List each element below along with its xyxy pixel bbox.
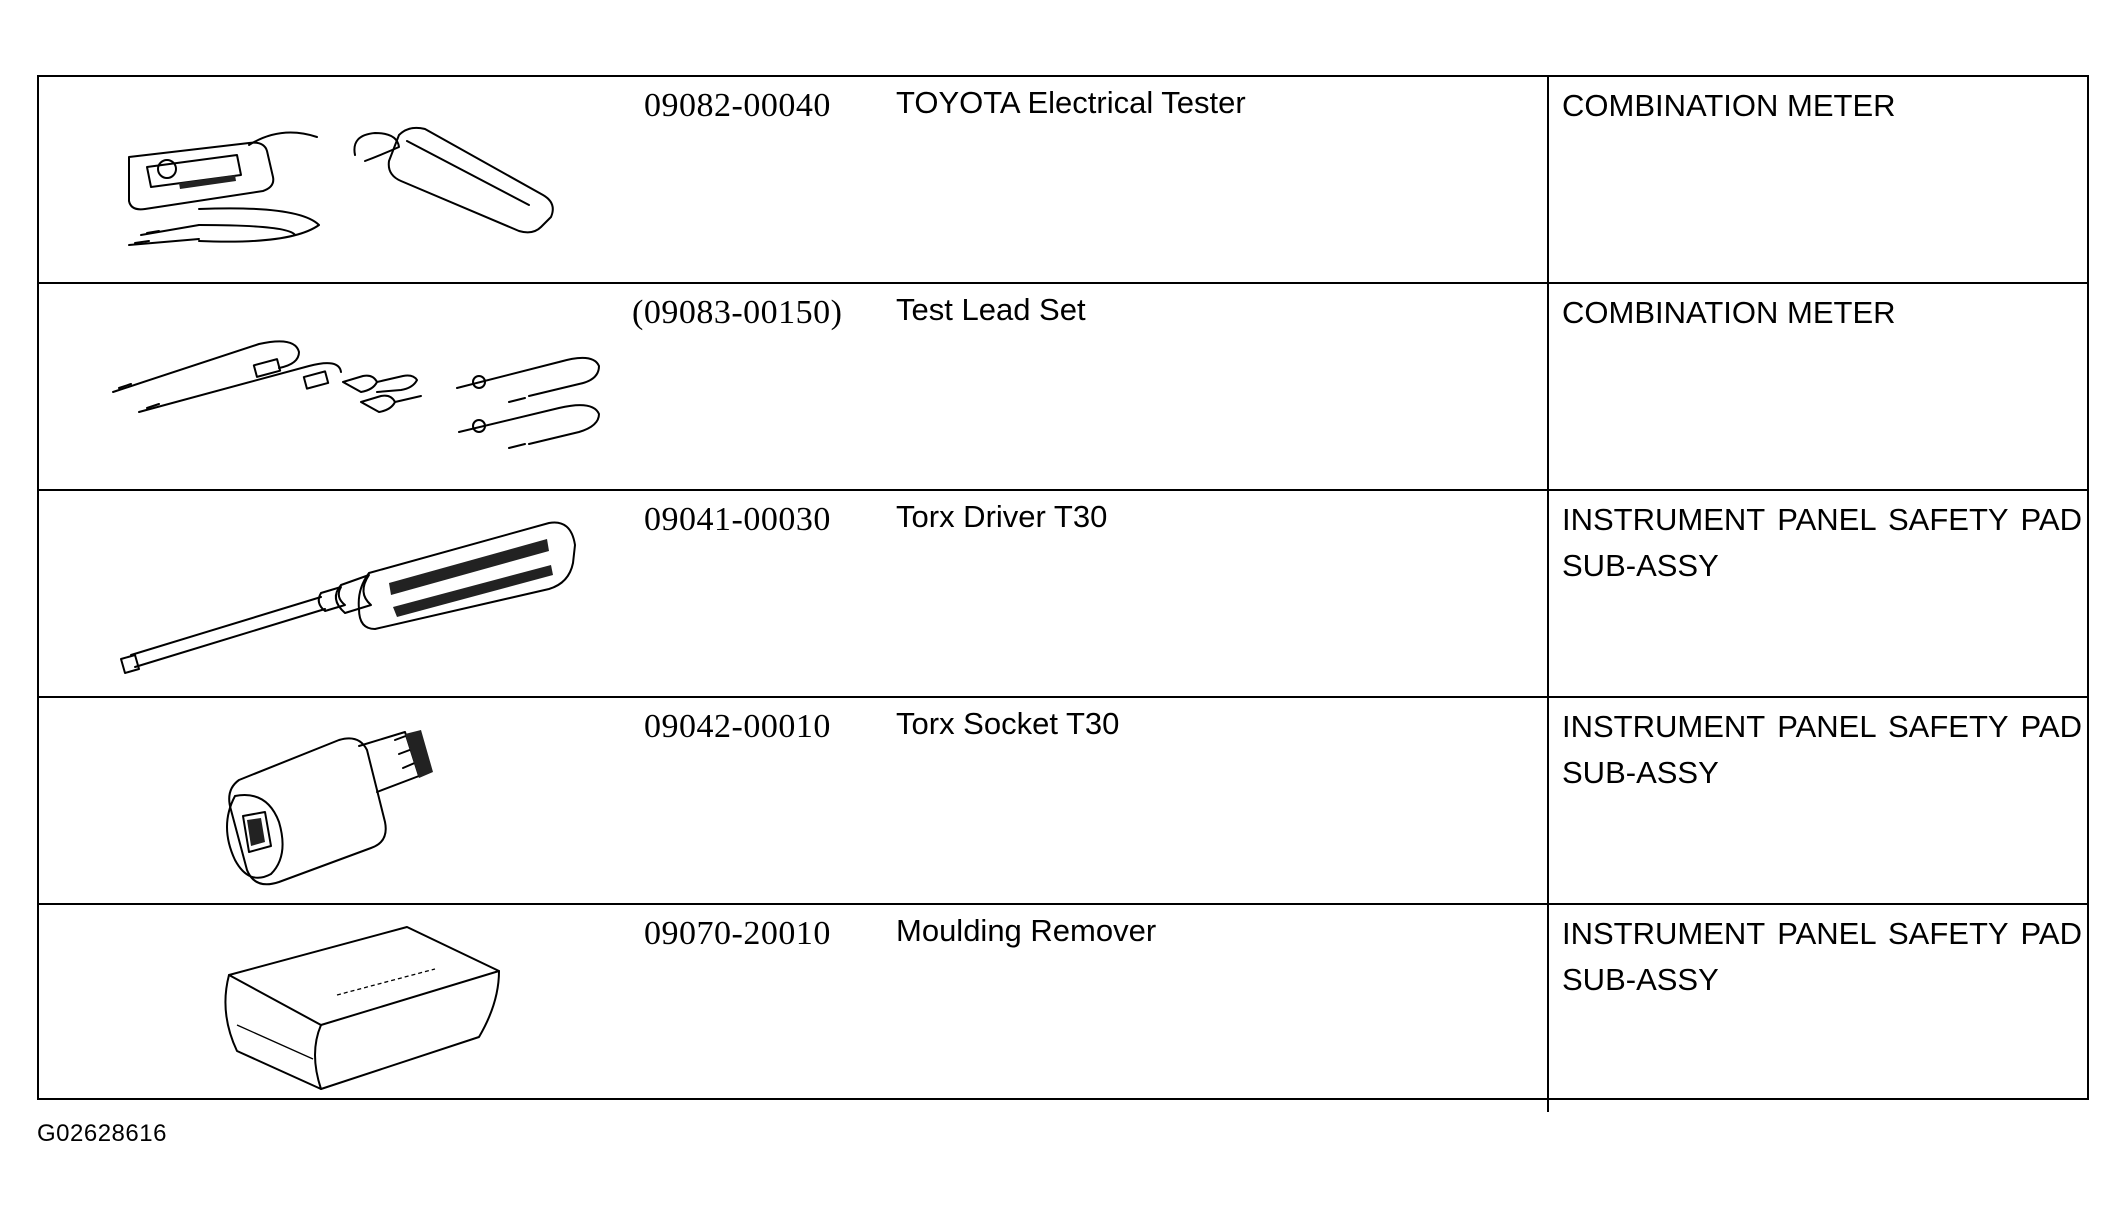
tool-name: Moulding Remover — [896, 913, 1157, 948]
part-number: 09042-00010 — [644, 708, 831, 745]
column-divider — [1547, 698, 1549, 903]
usage-description: INSTRUMENT PANEL SAFETY PAD SUB-ASSY — [1562, 916, 2082, 997]
tool-name: Test Lead Set — [896, 292, 1086, 327]
part-number: 09082-00040 — [644, 87, 831, 124]
usage-description: COMBINATION METER — [1562, 88, 1896, 123]
table-row: 09041-00030 Torx Driver T30 INSTRUMENT P… — [39, 491, 2087, 698]
table-row: 09070-20010 Moulding Remover INSTRUMENT … — [39, 905, 2087, 1112]
torx-driver-icon — [120, 521, 576, 674]
torx-socket-icon — [226, 730, 433, 886]
moulding-remover-icon — [224, 926, 500, 1090]
test-lead-set-icon — [112, 340, 600, 449]
table-row: 09082-00040 TOYOTA Electrical Tester COM… — [39, 77, 2087, 284]
part-number: (09083-00150) — [632, 294, 843, 331]
usage-description: COMBINATION METER — [1562, 295, 1896, 330]
table-row: 09042-00010 Torx Socket T30 INSTRUMENT P… — [39, 698, 2087, 905]
usage-description: INSTRUMENT PANEL SAFETY PAD SUB-ASSY — [1562, 502, 2082, 583]
part-number: 09070-20010 — [644, 915, 831, 952]
column-divider — [1547, 284, 1549, 489]
part-number: 09041-00030 — [644, 501, 831, 538]
tool-name: TOYOTA Electrical Tester — [896, 85, 1246, 120]
electrical-tester-icon — [128, 126, 554, 246]
table-row: (09083-00150) Test Lead Set COMBINATION … — [39, 284, 2087, 491]
tool-name: Torx Socket T30 — [896, 706, 1120, 741]
column-divider — [1547, 905, 1549, 1112]
column-divider — [1547, 77, 1549, 282]
figure-code: G02628616 — [37, 1120, 167, 1147]
special-service-tools-table: 09082-00040 TOYOTA Electrical Tester COM… — [37, 75, 2089, 1112]
tool-name: Torx Driver T30 — [896, 499, 1108, 534]
column-divider — [1547, 491, 1549, 696]
usage-description: INSTRUMENT PANEL SAFETY PAD SUB-ASSY — [1562, 709, 2082, 790]
